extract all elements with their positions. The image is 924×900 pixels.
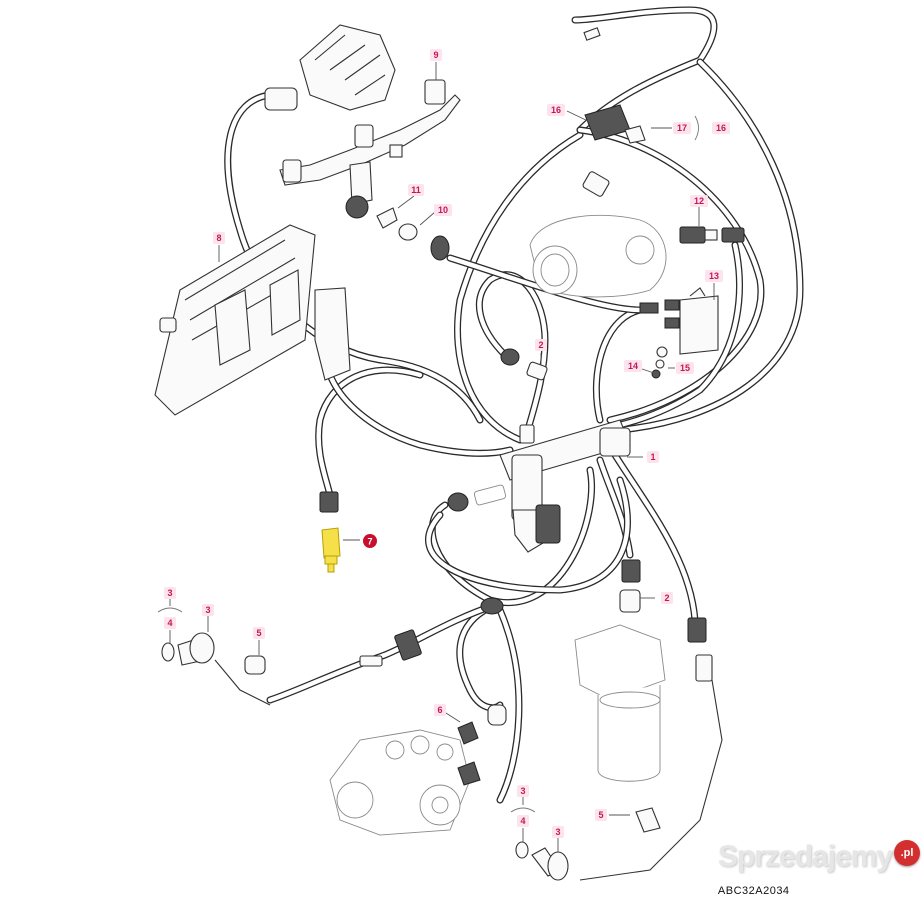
svg-text:1: 1 xyxy=(650,452,655,462)
callout-8[interactable]: 8 xyxy=(213,232,225,244)
round-connector xyxy=(430,235,450,261)
inline-connector xyxy=(359,597,504,667)
main-harness-junction-part xyxy=(499,419,631,553)
svg-text:8: 8 xyxy=(216,233,221,243)
speed-sensor-left-part xyxy=(161,632,266,675)
pressure-sensor-lower-part xyxy=(619,559,713,682)
callout-15[interactable]: 15 xyxy=(676,362,694,374)
callout-labels: 1 2 2 3 4 3 5 6 7 8 9 10 11 12 13 14 15 … xyxy=(164,49,730,838)
watermark: Sprzedajemy .pl xyxy=(718,840,920,874)
svg-text:16: 16 xyxy=(716,123,726,133)
callout-10[interactable]: 10 xyxy=(434,204,452,216)
svg-text:13: 13 xyxy=(709,271,719,281)
harness-connector-left-part xyxy=(447,484,507,512)
svg-text:15: 15 xyxy=(680,363,690,373)
svg-text:4: 4 xyxy=(167,618,172,628)
fuel-filter xyxy=(574,624,666,782)
svg-text:3: 3 xyxy=(205,605,210,615)
engine-control-unit-part xyxy=(154,224,351,416)
svg-text:2: 2 xyxy=(664,593,669,603)
svg-text:17: 17 xyxy=(677,123,687,133)
svg-text:2: 2 xyxy=(538,340,543,350)
callout-12[interactable]: 12 xyxy=(690,195,708,207)
injector-harness-part xyxy=(279,79,461,205)
fuel-injection-pump xyxy=(329,704,507,836)
callout-2-lower[interactable]: 2 xyxy=(661,592,673,604)
svg-text:16: 16 xyxy=(551,105,561,115)
callout-16-right[interactable]: 16 xyxy=(712,122,730,134)
watermark-logo: Sprzedajemy xyxy=(717,840,893,873)
nut-washer-part xyxy=(651,346,668,379)
svg-text:5: 5 xyxy=(256,628,261,638)
throttle-body xyxy=(529,171,667,298)
seal-gasket-part xyxy=(345,195,418,241)
callout-16-left[interactable]: 16 xyxy=(547,104,565,116)
callout-5-left[interactable]: 5 xyxy=(253,627,265,639)
callout-3-bottom-group[interactable]: 3 xyxy=(517,785,529,797)
pressure-sensor-upper-part xyxy=(500,348,548,381)
callout-17[interactable]: 17 xyxy=(673,122,691,134)
leader-lines xyxy=(157,62,715,852)
callout-3-left-group[interactable]: 3 xyxy=(164,587,176,599)
callout-1[interactable]: 1 xyxy=(647,451,659,463)
temperature-sensor-part xyxy=(319,491,341,573)
svg-text:4: 4 xyxy=(520,816,525,826)
speed-sensor-bottom-part xyxy=(515,807,661,881)
boost-pressure-sensor-part xyxy=(679,226,745,244)
callout-4-left[interactable]: 4 xyxy=(164,617,176,629)
figure-code: ABC32A2034 xyxy=(717,885,790,897)
svg-text:11: 11 xyxy=(411,185,421,195)
svg-text:12: 12 xyxy=(694,196,704,206)
callout-9[interactable]: 9 xyxy=(430,49,442,61)
callout-11[interactable]: 11 xyxy=(408,184,424,196)
svg-text:10: 10 xyxy=(438,205,448,215)
svg-text:3: 3 xyxy=(167,588,172,598)
svg-text:6: 6 xyxy=(437,705,442,715)
harness-connector-part xyxy=(583,27,646,144)
top-actuator-module xyxy=(264,24,396,111)
callout-4-bottom[interactable]: 4 xyxy=(517,815,529,827)
callout-13[interactable]: 13 xyxy=(705,270,723,282)
callout-6[interactable]: 6 xyxy=(434,704,446,716)
svg-text:5: 5 xyxy=(598,810,603,820)
watermark-badge: .pl xyxy=(894,840,920,866)
callout-3-bottom[interactable]: 3 xyxy=(552,826,564,838)
svg-text:14: 14 xyxy=(628,361,638,371)
svg-text:3: 3 xyxy=(520,786,525,796)
callout-5-bottom[interactable]: 5 xyxy=(595,809,607,821)
wire-harness xyxy=(214,6,804,881)
svg-text:7: 7 xyxy=(367,537,372,547)
relay-module-part xyxy=(639,287,719,355)
callout-7-highlighted[interactable]: 7 xyxy=(363,534,377,548)
svg-text:9: 9 xyxy=(433,50,438,60)
svg-text:3: 3 xyxy=(555,827,560,837)
callout-2-upper[interactable]: 2 xyxy=(535,339,547,351)
callout-14[interactable]: 14 xyxy=(624,360,642,372)
callout-3-left[interactable]: 3 xyxy=(202,604,214,616)
